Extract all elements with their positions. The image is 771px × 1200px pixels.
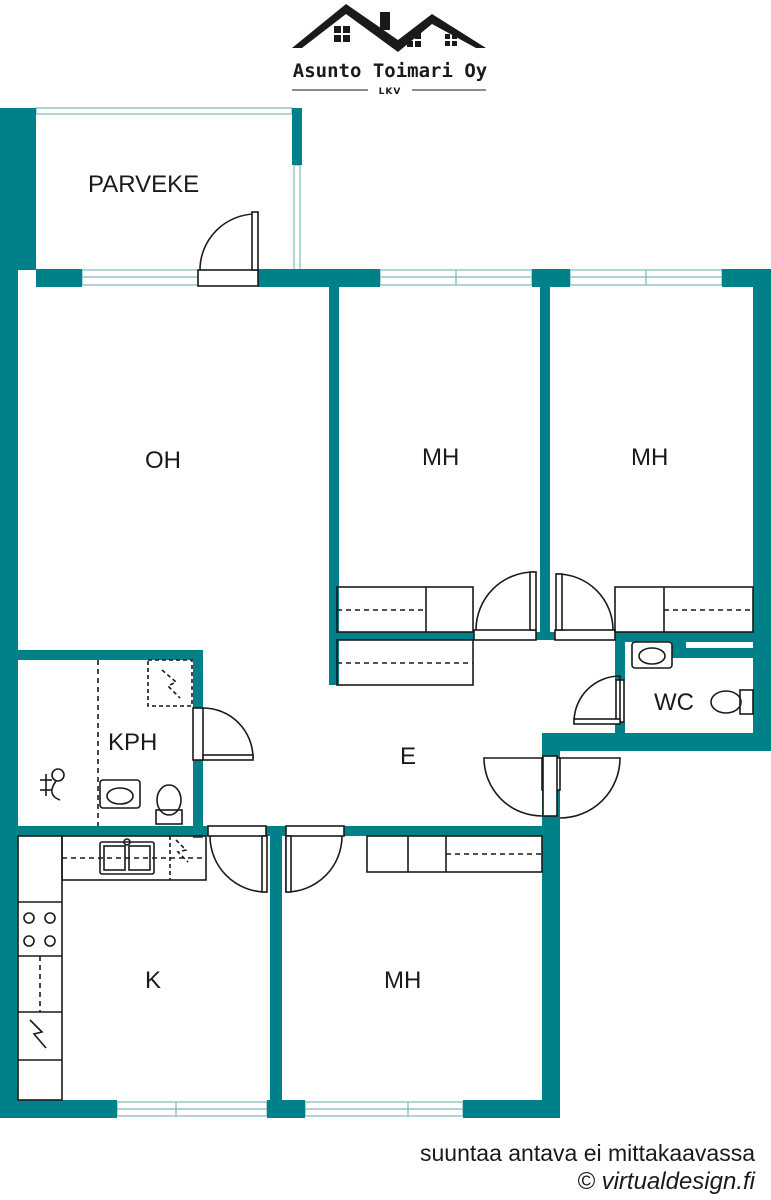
doors [192, 211, 625, 893]
balcony-glazing [35, 107, 293, 115]
wardrobe [366, 835, 543, 873]
disclaimer-text: suuntaa antava ei mittakaavassa [420, 1140, 755, 1166]
entrance-door [483, 755, 621, 819]
room-label-mh-3: MH [384, 967, 421, 994]
wc-fixtures [631, 641, 754, 715]
kitchen-sink-icon [99, 838, 155, 875]
balcony-glazing [293, 164, 301, 271]
toilet-icon [155, 784, 183, 825]
balcony-door [197, 211, 259, 287]
bathroom-fixtures [40, 659, 193, 826]
company-logo: Asunto Toimari Oy LKV [292, 4, 487, 97]
dishwasher-icon [175, 839, 189, 863]
fridge-icon [29, 1019, 47, 1049]
bedroom-door-2 [554, 573, 616, 641]
wc-sink-icon [631, 641, 673, 669]
bedroom-door-3 [285, 825, 345, 893]
kitchen-door [207, 825, 268, 893]
logo-sub: LKV [379, 87, 402, 97]
bedroom-door-1 [473, 571, 537, 641]
kph-door [192, 707, 254, 761]
room-label-parveke: PARVEKE [88, 171, 199, 198]
room-label-e: E [400, 743, 416, 770]
room-label-k: K [145, 967, 161, 994]
room-label-mh-1: MH [422, 444, 459, 471]
shower-icon [40, 768, 65, 801]
house-roof-icon [292, 4, 486, 52]
windows [35, 107, 723, 1117]
wardrobes [336, 586, 754, 873]
walls [0, 108, 771, 1118]
washer-icon [147, 659, 193, 707]
wc-door [573, 675, 625, 725]
kitchen-fixtures [17, 835, 207, 1101]
stove-icon [23, 912, 56, 947]
credit-text: © virtualdesign.fi [577, 1168, 755, 1195]
room-label-oh: OH [145, 447, 181, 474]
room-label-kph: KPH [108, 729, 157, 756]
logo-name: Asunto Toimari Oy [293, 60, 487, 82]
room-labels: PARVEKE OH MH MH WC KPH E K MH [88, 171, 694, 994]
room-label-mh-2: MH [631, 444, 668, 471]
room-label-wc: WC [654, 689, 694, 716]
sink-icon [99, 779, 141, 809]
wardrobe [614, 586, 754, 633]
wc-toilet-icon [710, 689, 754, 715]
